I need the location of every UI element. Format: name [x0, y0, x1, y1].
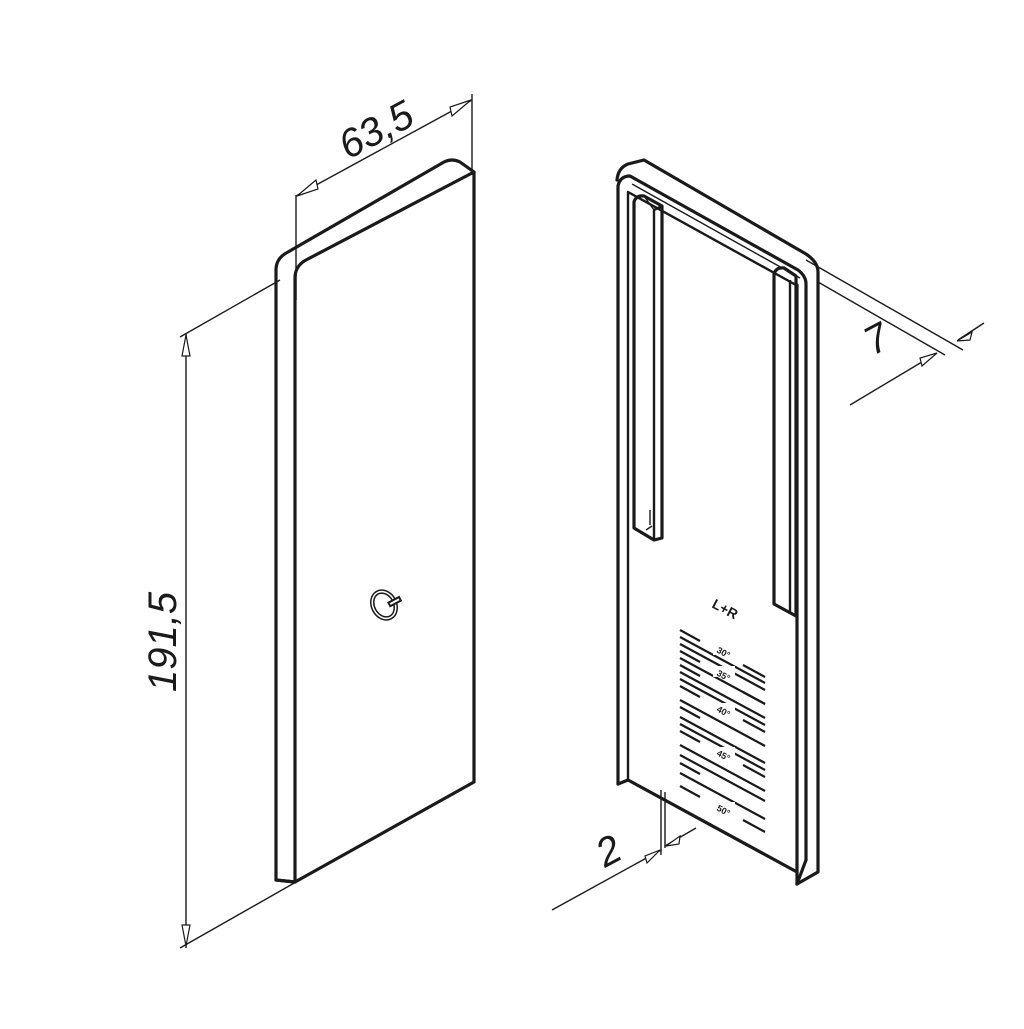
angle-scale: L+R	[679, 596, 766, 833]
dimension-depth: 7	[805, 259, 985, 406]
front-view	[274, 158, 476, 884]
logo-emblem-icon	[370, 589, 403, 621]
dimension-wall-label: 2	[588, 827, 629, 877]
rear-view	[615, 158, 820, 886]
dimension-wall: 2	[551, 790, 697, 911]
side-marking-label: L+R	[710, 596, 741, 623]
dimension-depth-label: 7	[857, 314, 899, 364]
dimension-height: 191,5	[141, 279, 297, 949]
dimension-height-label: 191,5	[141, 591, 185, 692]
dimension-width-label: 63,5	[332, 92, 422, 168]
